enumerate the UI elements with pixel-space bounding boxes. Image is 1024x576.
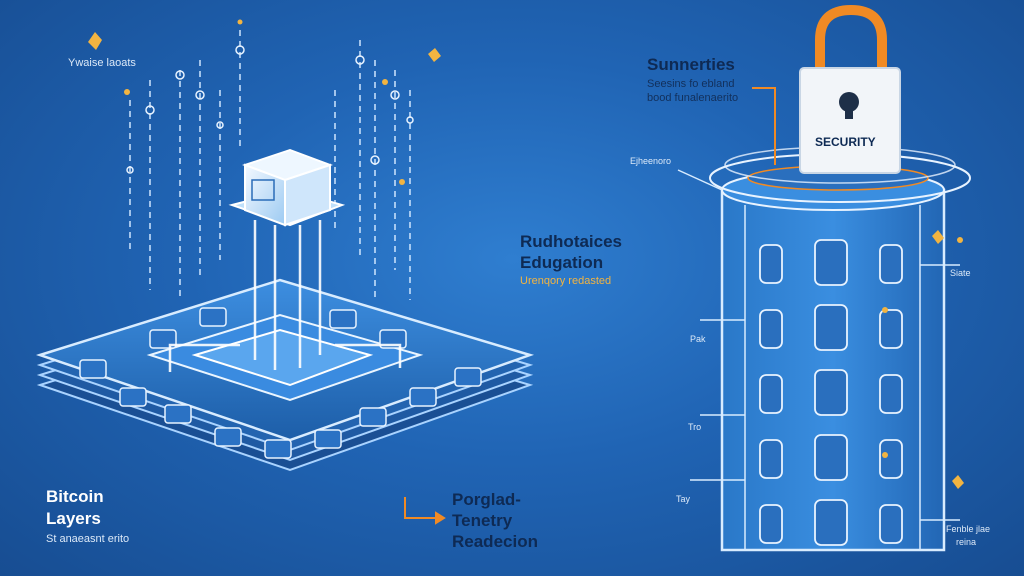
center-callout-line1: Porglad- [452, 490, 521, 509]
vault-slots [759, 239, 903, 546]
center-note: Urenqory redasted [520, 275, 612, 287]
left-top-tag: Ywaise laoats [68, 57, 136, 69]
left-tag-bottom: Tay [676, 494, 691, 504]
left-tag-lower: Tro [688, 422, 702, 432]
right-sub-line2: bood funalenaerito [647, 92, 739, 104]
data-streams [129, 30, 411, 300]
stream-nodes [126, 45, 414, 174]
left-subtitle: St anaeasnt erito [46, 533, 130, 545]
right-callout-line [752, 87, 776, 165]
right-heading: Sunnerties [647, 55, 735, 74]
center-heading-line2: Edugation [520, 253, 604, 272]
left-title-line1: Bitcoin [46, 487, 104, 506]
gold-sparks [88, 19, 441, 185]
center-heading-line1: Rudhotaices [520, 232, 623, 251]
lock-icon [799, 4, 901, 174]
callout-arrow [404, 497, 446, 525]
center-callout-line2: Tenetry [452, 511, 513, 530]
right-sub-line1: Seesins fo ebland [647, 78, 735, 90]
cube-node [228, 148, 346, 227]
left-title-line2: Layers [46, 509, 101, 528]
right-tag-top: Siate [950, 268, 971, 278]
corner-line2: reina [956, 537, 977, 547]
light-beams [168, 220, 402, 372]
corner-line1: Fenble jlae [946, 524, 991, 534]
center-callout-line3: Readecion [452, 532, 538, 551]
lock-label: SECURITY [815, 135, 876, 149]
platform-chips [79, 307, 482, 459]
left-tag-mid: Pak [690, 334, 706, 344]
right-side-tag: Ejheenoro [630, 156, 672, 166]
vault-side-lines [677, 169, 960, 521]
vault-accents [882, 230, 964, 489]
